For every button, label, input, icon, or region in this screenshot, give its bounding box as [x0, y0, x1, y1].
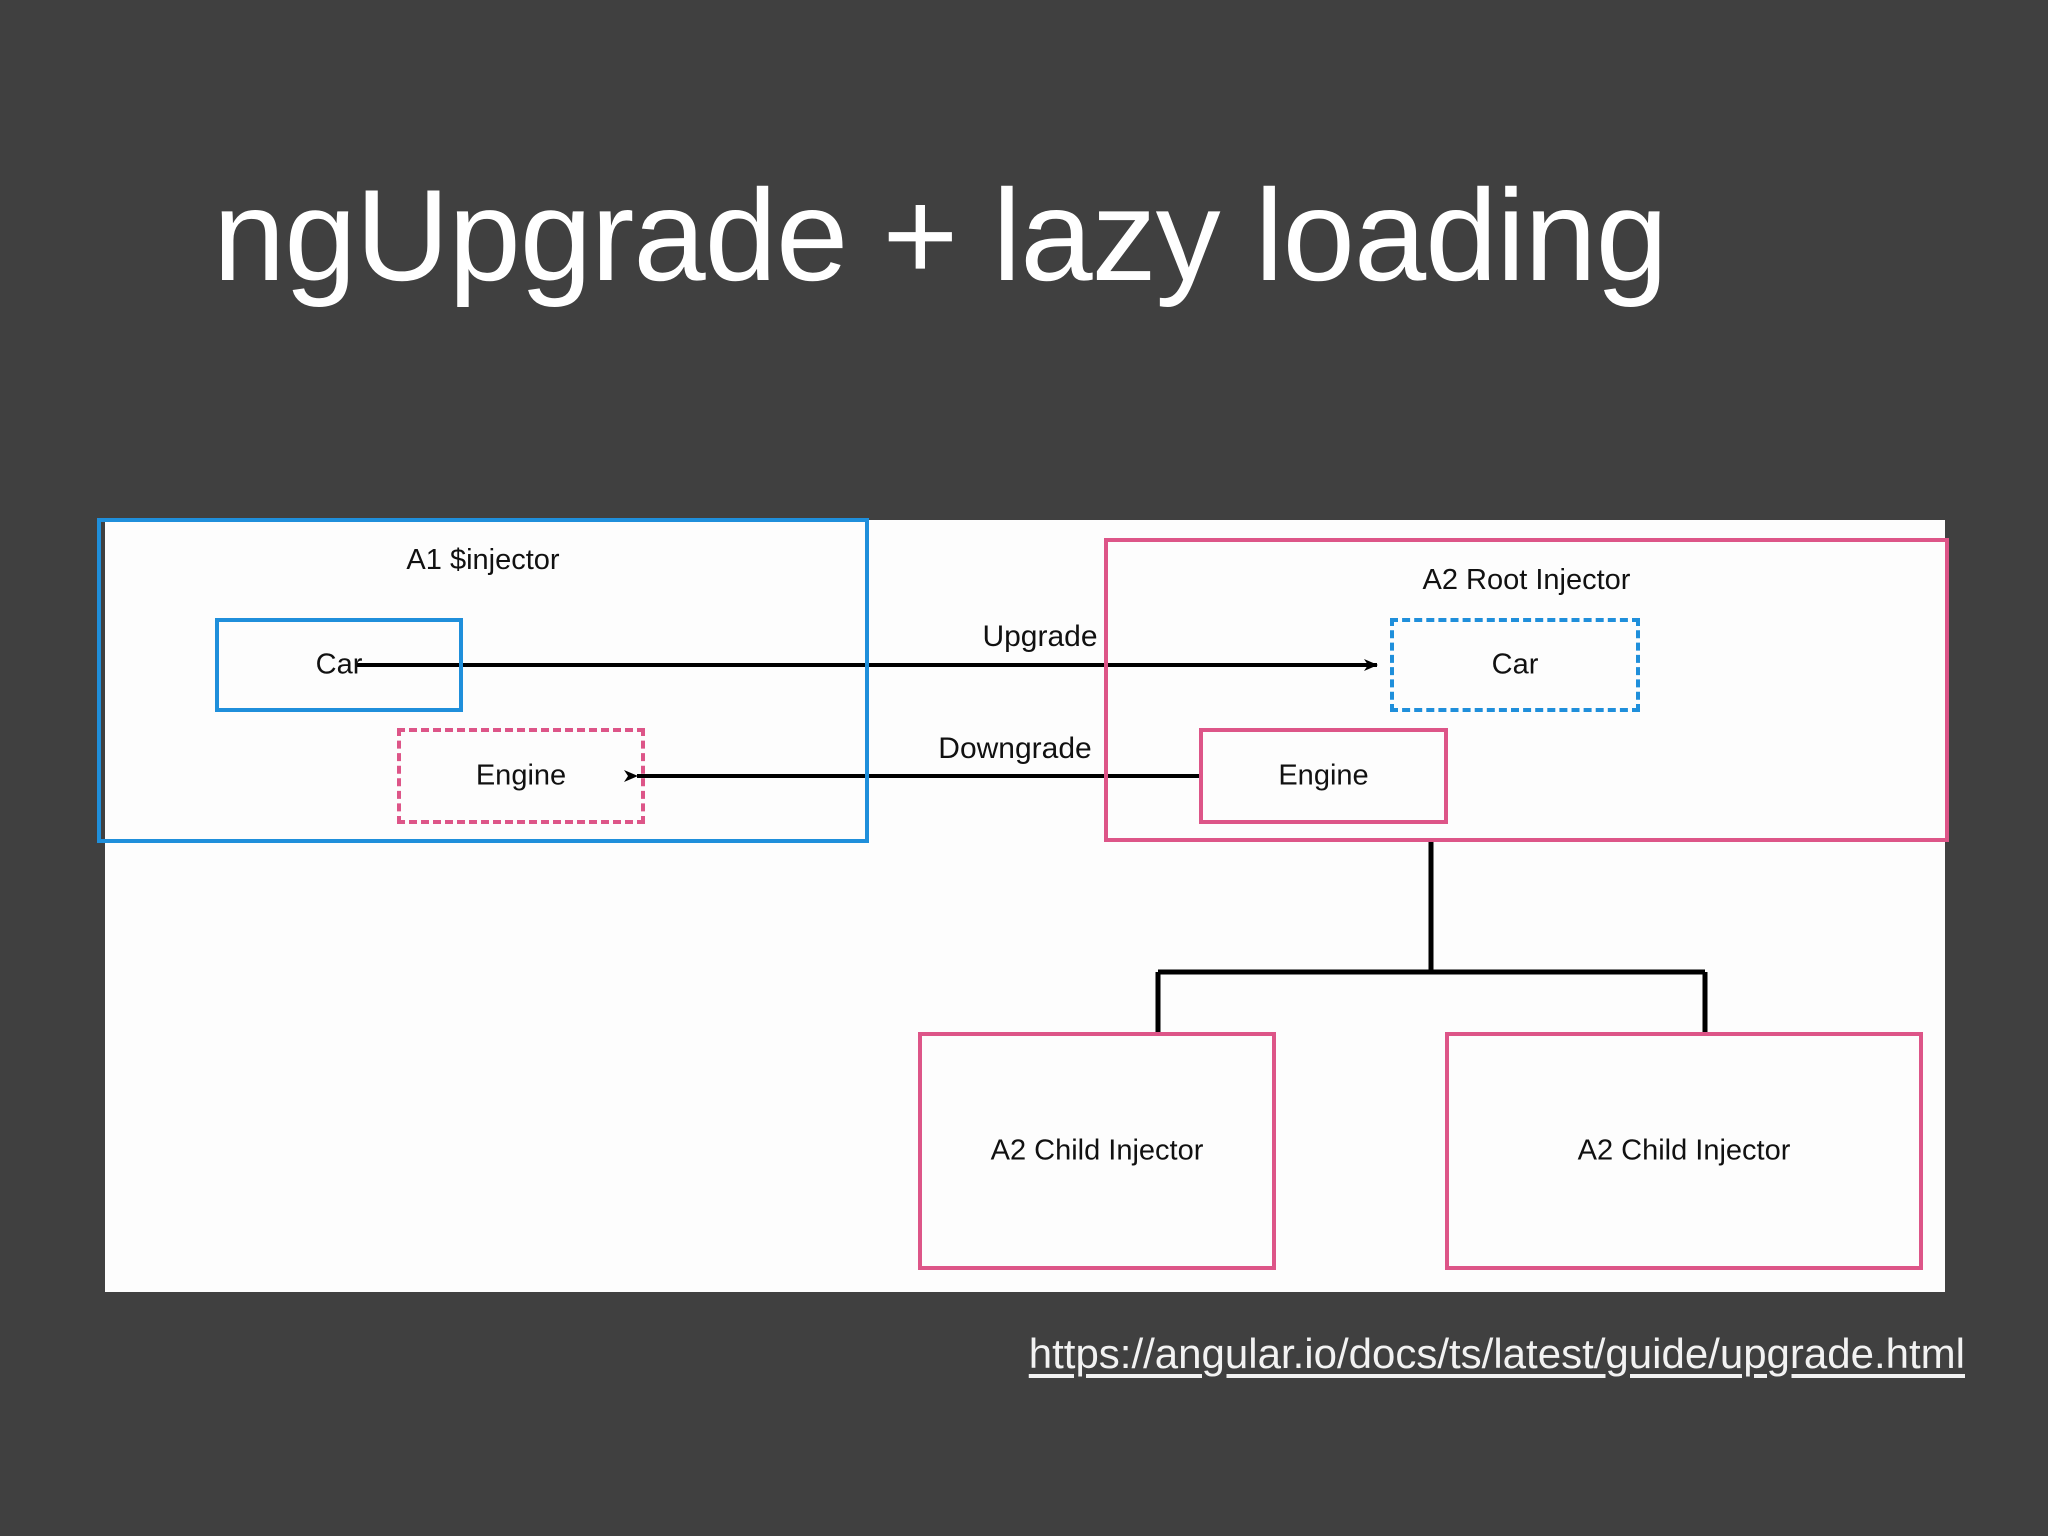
a2-engine-box[interactable]: Engine — [1199, 728, 1448, 824]
a1-engine-box-label: Engine — [475, 759, 567, 792]
downgrade-arrow-label: Downgrade — [938, 732, 1092, 765]
a1-injector-panel[interactable]: A1 $injector — [97, 518, 869, 843]
a2-car-box-label: Car — [1491, 648, 1539, 681]
page-title: ngUpgrade + lazy loading — [213, 162, 1668, 308]
a2-car-box[interactable]: Car — [1390, 618, 1640, 712]
a1-car-box[interactable]: Car — [215, 618, 463, 712]
a2-child-injector-box-1[interactable]: A2 Child Injector — [918, 1032, 1276, 1270]
diagram-panel: A1 $injector Car Engine A2 Root Injector… — [97, 518, 1949, 1292]
a2-child-injector-box-2-label: A2 Child Injector — [1577, 1134, 1791, 1167]
upgrade-arrow-label: Upgrade — [982, 620, 1098, 653]
a2-child-injector-box-1-label: A2 Child Injector — [990, 1134, 1204, 1167]
a1-car-box-label: Car — [315, 648, 363, 681]
a2-child-injector-box-2[interactable]: A2 Child Injector — [1445, 1032, 1923, 1270]
a2-root-injector-panel[interactable]: A2 Root Injector — [1104, 538, 1949, 842]
a1-engine-box[interactable]: Engine — [397, 728, 645, 824]
a2-root-injector-panel-label: A2 Root Injector — [1422, 564, 1631, 596]
source-url-link[interactable]: https://angular.io/docs/ts/latest/guide/… — [1028, 1330, 1965, 1377]
a2-engine-box-label: Engine — [1278, 759, 1369, 792]
a1-injector-panel-label: A1 $injector — [406, 544, 560, 576]
